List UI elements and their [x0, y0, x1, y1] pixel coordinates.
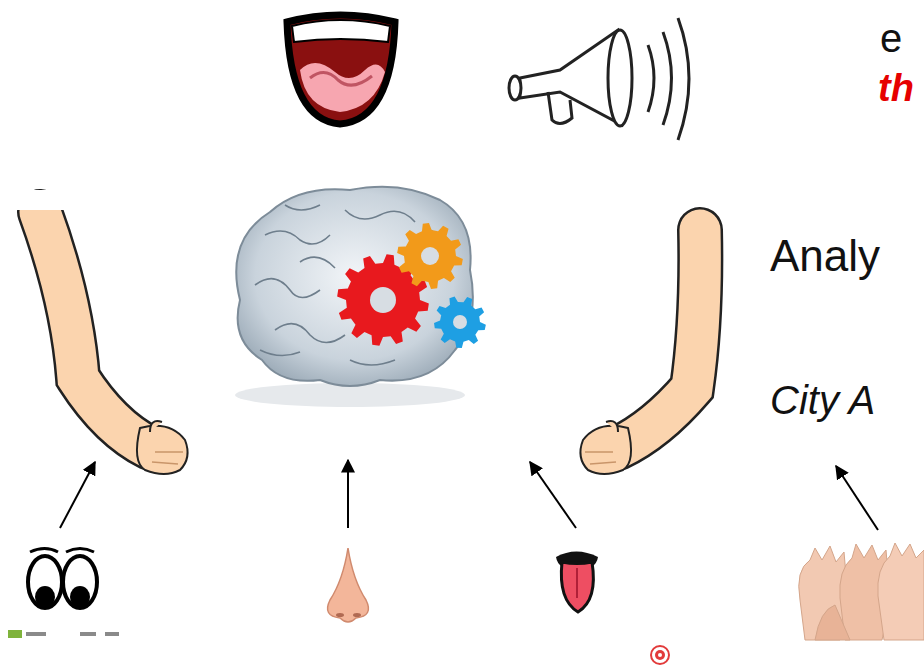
megaphone-icon: [509, 18, 689, 140]
brain-icon: [255, 279, 320, 298]
megaphone-icon: [548, 92, 572, 124]
brain-icon: [265, 231, 330, 244]
left-arm-icon: [152, 452, 183, 464]
eyes-icon: [30, 549, 94, 553]
brain-icon: [350, 360, 395, 365]
mouth-icon: [287, 15, 395, 124]
brain-icon: [275, 324, 345, 343]
tongue-icon: [556, 552, 598, 613]
tongue-icon: [561, 562, 593, 612]
brain-icon: [345, 210, 415, 222]
side-text: Analy: [770, 234, 880, 278]
target-icon: [651, 646, 669, 664]
nose-icon: [336, 613, 344, 617]
eyes-icon: [8, 630, 22, 638]
gear-icon: [434, 297, 486, 348]
nose-icon: [328, 548, 369, 622]
eyes-icon: [70, 586, 90, 608]
megaphone-icon: [608, 30, 632, 126]
left-arm-icon: [40, 212, 150, 448]
hands-photo: [815, 605, 850, 640]
left-arm-icon: [10, 190, 80, 210]
target-icon: [658, 653, 662, 657]
brain-icon: [300, 257, 335, 268]
eyes-icon: [28, 556, 62, 608]
gear-hub: [370, 287, 396, 313]
hands-photo: [799, 543, 924, 640]
leader-arrow: [60, 462, 95, 528]
right-arm-icon: [585, 452, 616, 464]
leader-arrow: [60, 460, 878, 530]
nose-icon: [353, 613, 361, 617]
brain-icon: [285, 205, 320, 210]
target-icon: [655, 650, 665, 660]
hands-photo: [878, 543, 924, 640]
leader-arrow: [836, 466, 878, 530]
brain-icon: [235, 187, 486, 407]
target-icon: [651, 646, 669, 664]
gear-icon: [397, 223, 463, 289]
side-text: th: [878, 69, 914, 107]
mouth-icon: [292, 20, 390, 42]
left-arm-icon: [10, 190, 188, 474]
side-text: City A: [770, 380, 875, 420]
mouth-icon: [287, 15, 395, 124]
eyes-icon: [80, 632, 96, 636]
left-arm-icon: [137, 426, 188, 474]
side-text: e: [880, 18, 902, 58]
gear-icon: [397, 223, 463, 289]
gear-icon: [434, 297, 486, 348]
gear-hub: [421, 247, 439, 265]
eyes-icon: [8, 549, 119, 639]
left-arm-icon: [150, 421, 162, 432]
eyes-icon: [35, 586, 55, 608]
megaphone-icon: [678, 18, 689, 140]
mouth-icon: [310, 72, 372, 85]
right-arm-icon: [618, 230, 700, 448]
eyes-icon: [63, 556, 97, 608]
mouth-icon: [300, 63, 385, 112]
gear-icon: [337, 223, 486, 348]
megaphone-icon: [509, 76, 521, 100]
right-arm-icon: [580, 230, 700, 474]
gear-hub: [453, 315, 467, 329]
right-arm-icon: [580, 426, 631, 474]
nose-icon: [328, 548, 369, 622]
brain-icon: [260, 350, 300, 356]
right-arm-icon: [606, 421, 618, 432]
tongue-icon: [576, 568, 578, 598]
eyes-icon: [105, 632, 119, 636]
megaphone-icon: [663, 32, 672, 125]
right-arm-icon: [618, 230, 700, 448]
leader-arrow: [347, 460, 349, 528]
megaphone-icon: [648, 45, 654, 112]
brain-icon: [236, 187, 473, 386]
leader-arrow: [530, 462, 576, 528]
left-arm-icon: [40, 212, 150, 448]
eyes-icon: [26, 632, 46, 636]
